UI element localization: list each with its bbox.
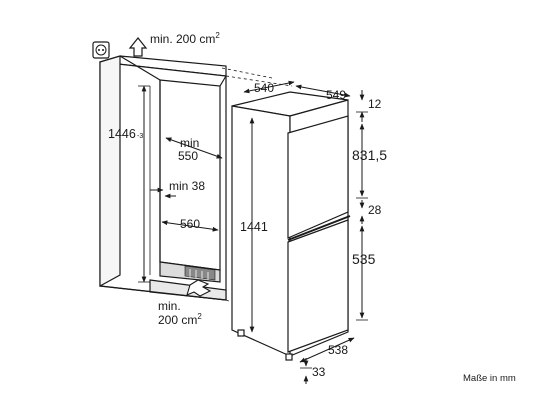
vent-bottom-label-1: min. [158,299,181,313]
arrow-right-outline-icon [186,279,212,297]
wall-thickness-dimension [150,187,176,199]
appliance-top-dimensions [243,80,351,98]
niche-height-label: 1446 [108,127,136,141]
fridge-door-label: 831,5 [352,147,387,163]
niche-depth-label-min: min [180,136,199,150]
niche-height-tolerance: -3 [137,133,143,140]
appliance-depth-label: 540 [254,81,274,95]
vent-top-label: min. 200 cm2 [150,31,220,46]
appliance-width-label: 549 [326,88,346,102]
door-depth-dimension [299,337,355,363]
niche-width-label: 560 [180,217,200,231]
vent-bottom-label-2: 200 cm2 [158,312,202,327]
door-depth-label: 538 [328,343,348,357]
niche-height-dimension [138,85,150,283]
wall-min-label: min 38 [169,179,205,193]
bottom-offset-dimension [300,358,312,384]
niche-depth-label-value: 550 [178,149,198,163]
top-gap-label: 12 [368,97,382,111]
niche-depth-dimension [165,137,223,159]
niche-width-dimension [161,220,219,232]
fridge-appliance [231,91,351,361]
power-socket-icon [92,41,110,59]
freezer-door-label: 535 [352,251,376,267]
units-note: Maße in mm [463,373,516,384]
door-gap-label: 28 [368,203,382,217]
arrow-up-outline-icon [128,37,148,57]
right-vertical-dimensions [356,90,368,321]
bottom-offset-label: 33 [312,365,326,379]
niche-cabinet [99,55,227,301]
appliance-height-label: 1441 [240,220,268,234]
